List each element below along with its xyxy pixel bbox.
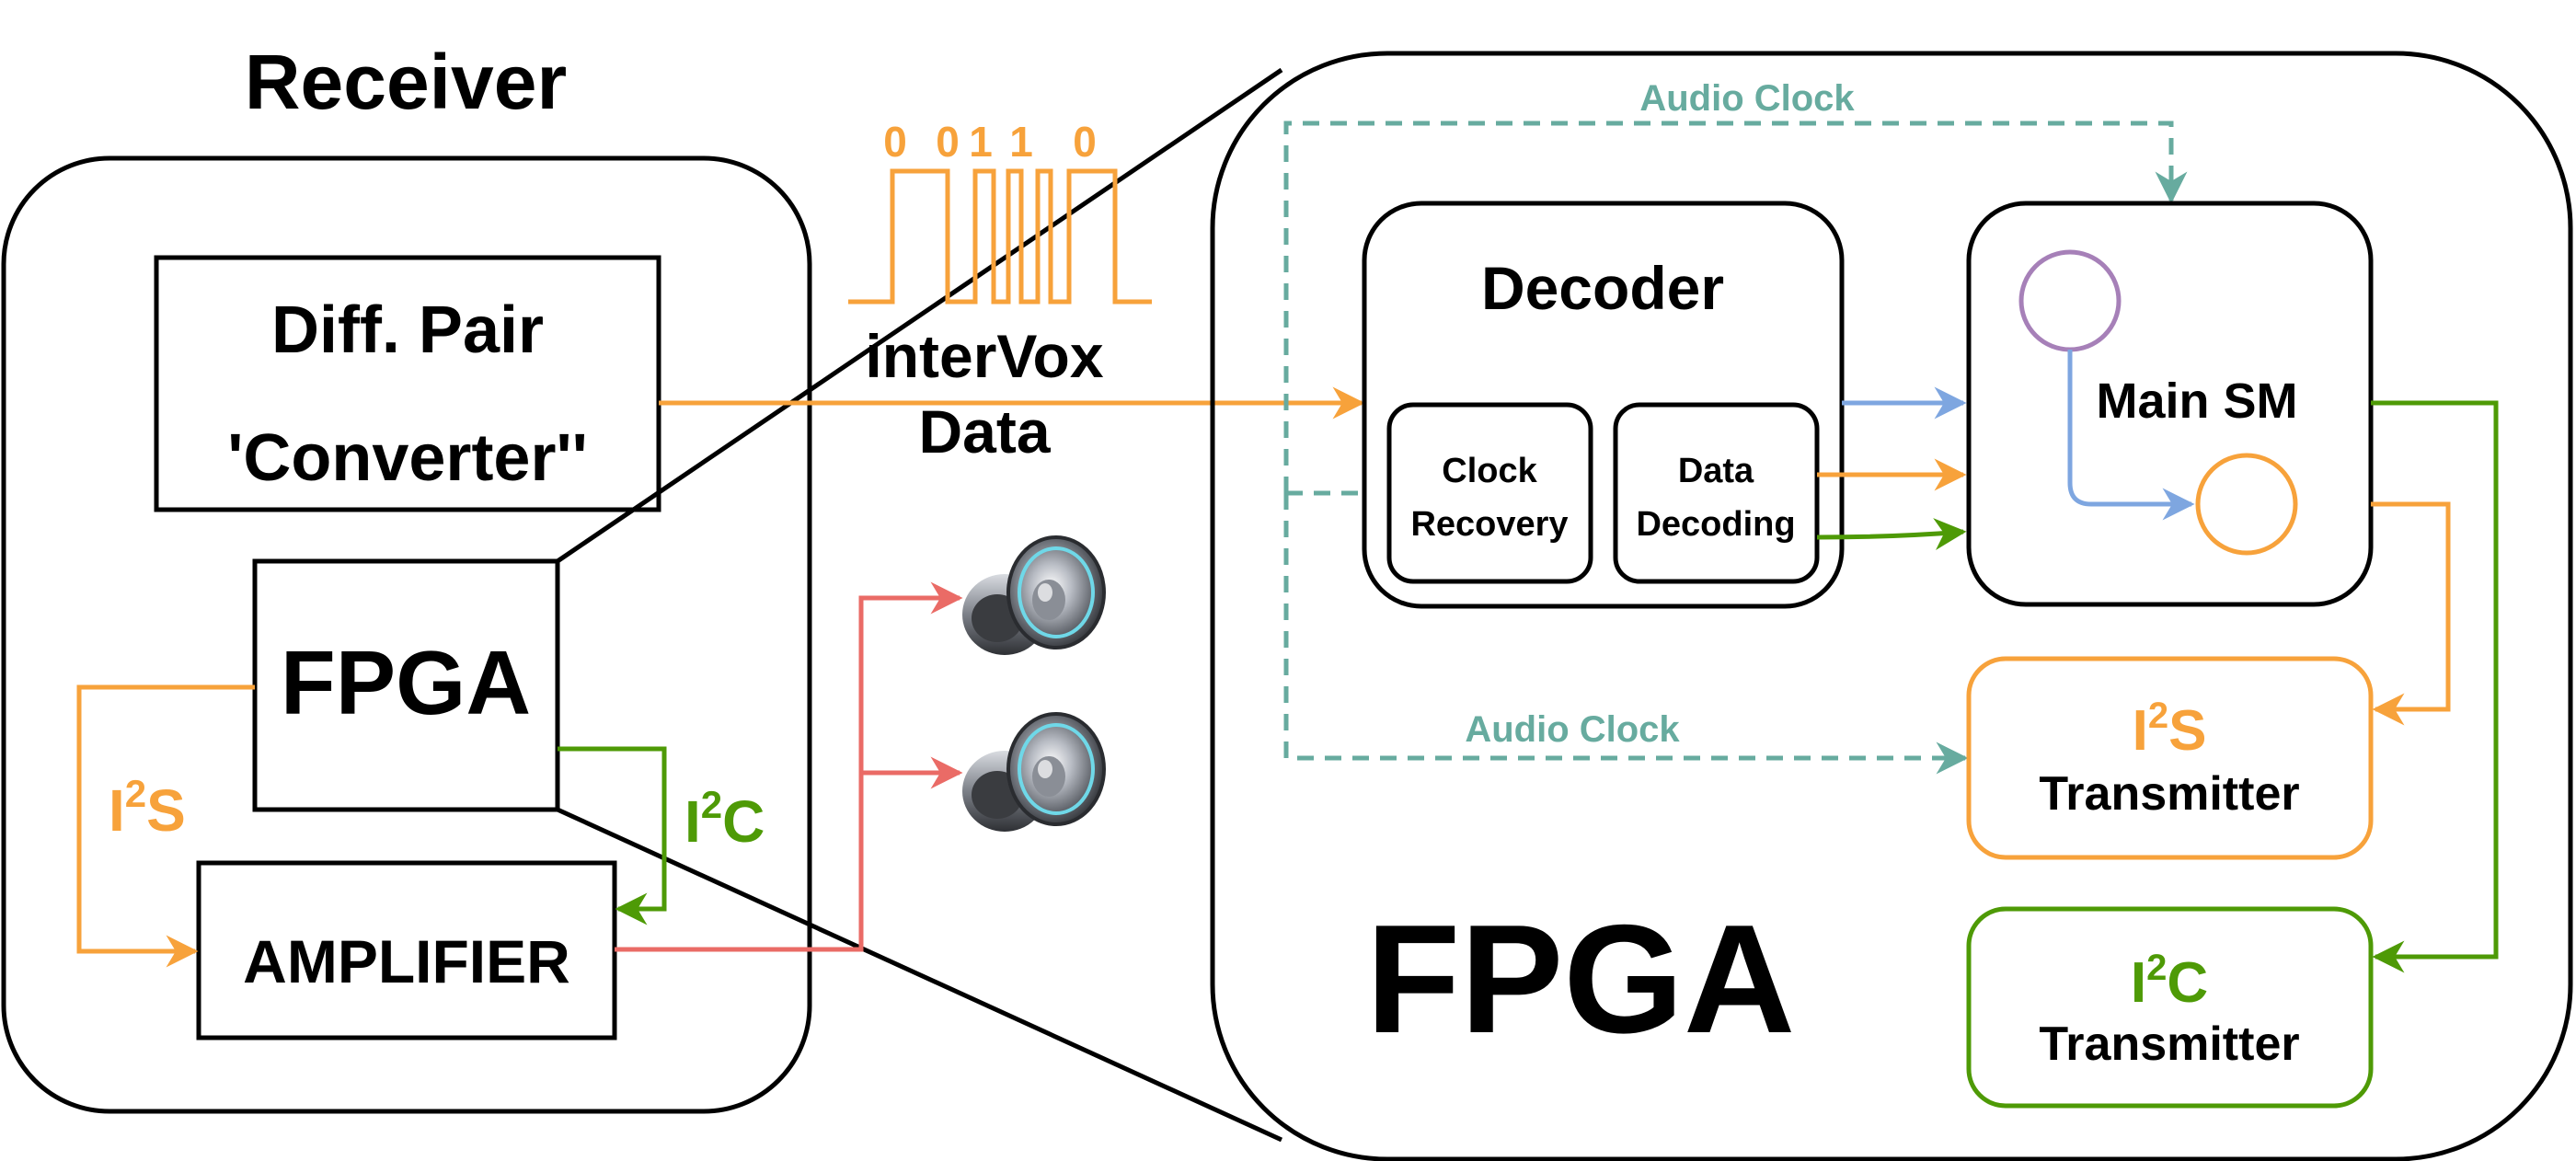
- i2s-tx-base: I: [2133, 699, 2148, 763]
- clock-recovery-line2: Recovery: [1410, 505, 1568, 544]
- i2s-label: I2S: [109, 772, 186, 844]
- speaker-icon: [962, 535, 1106, 655]
- i2s-transmitter-box: [1966, 656, 2374, 860]
- sm-to-i2s-tx-arrow: [2371, 501, 2451, 726]
- i2c-arrow: [558, 746, 667, 925]
- fpga-large-container: [1210, 51, 2573, 1161]
- i2s-tx-tail: S: [2168, 699, 2206, 763]
- decoder-title: Decoder: [1481, 254, 1724, 322]
- diff-pair-converter-box: [154, 255, 661, 512]
- i2s-arrow: [76, 684, 255, 968]
- i2c-transmitter-box: [1966, 906, 2374, 1109]
- i2s-tx-sup: 2: [2148, 695, 2168, 736]
- amplifier-label: AMPLIFIER: [243, 927, 570, 995]
- receiver-title: Receiver: [245, 39, 567, 125]
- i2c-label-sup: 2: [701, 783, 722, 826]
- waveform-bits: 0 0 1 1 0: [883, 118, 1097, 166]
- intervox-waveform: [848, 168, 1152, 305]
- data-decoding-line2: Decoding: [1636, 505, 1795, 544]
- bit-1: 0: [936, 118, 960, 166]
- receiver-container: [1, 155, 812, 1114]
- amplifier-box: [196, 860, 617, 1040]
- sm-to-i2c-tx-arrow: [2371, 400, 2499, 973]
- i2c-tx-base: I: [2131, 951, 2146, 1015]
- bit-0: 0: [883, 118, 907, 166]
- state-next: [2195, 453, 2298, 556]
- zoom-line-bottom: [556, 807, 1283, 1143]
- decoder-to-sm-green-arrow: [1816, 518, 1967, 550]
- i2c-label-tail: C: [722, 788, 765, 855]
- bit-2: 1: [969, 118, 993, 166]
- audio-clock-bottom-label: Audio Clock: [1465, 709, 1680, 750]
- i2c-label: I2C: [684, 783, 765, 855]
- bit-4: 0: [1073, 118, 1097, 166]
- fpga-large-label: FPGA: [1366, 892, 1796, 1065]
- i2s-label-sup: 2: [125, 772, 146, 815]
- i2s-label-base: I: [109, 777, 125, 844]
- data-decoding-box: [1613, 402, 1820, 584]
- intervox-label-line2: Data: [918, 397, 1051, 466]
- main-sm-label: Main SM: [2096, 374, 2297, 429]
- fpga-small-box: [252, 558, 560, 812]
- audio-clock-bottom-arrow: [1283, 493, 1969, 775]
- diff-pair-label-line1: Diff. Pair: [271, 293, 544, 367]
- zoom-line-top: [556, 67, 1283, 564]
- intervox-label-line1: interVox: [865, 322, 1103, 390]
- state-initial: [2018, 249, 2122, 352]
- state-transition-arrow: [2067, 350, 2195, 521]
- i2s-transmitter-title: I2S: [2133, 695, 2207, 763]
- data-decoding-line1: Data: [1678, 452, 1754, 490]
- fpga-small-label: FPGA: [281, 632, 531, 733]
- speaker-icon: [962, 712, 1106, 832]
- i2c-transmitter-title: I2C: [2131, 948, 2208, 1015]
- clock-recovery-box: [1386, 402, 1593, 584]
- i2c-label-base: I: [684, 788, 701, 855]
- clock-recovery-line1: Clock: [1442, 452, 1537, 490]
- i2s-label-tail: S: [146, 777, 186, 844]
- bit-3: 1: [1009, 118, 1033, 166]
- audio-clock-top-arrow: [1283, 121, 2188, 493]
- i2c-tx-tail: C: [2167, 951, 2208, 1015]
- audio-clock-top-label: Audio Clock: [1639, 78, 1855, 119]
- i2c-transmitter-label: Transmitter: [2039, 1017, 2299, 1071]
- i2c-tx-sup: 2: [2146, 948, 2167, 988]
- diff-pair-label-line2: 'Converter'': [227, 421, 587, 495]
- i2s-transmitter-label: Transmitter: [2039, 767, 2299, 821]
